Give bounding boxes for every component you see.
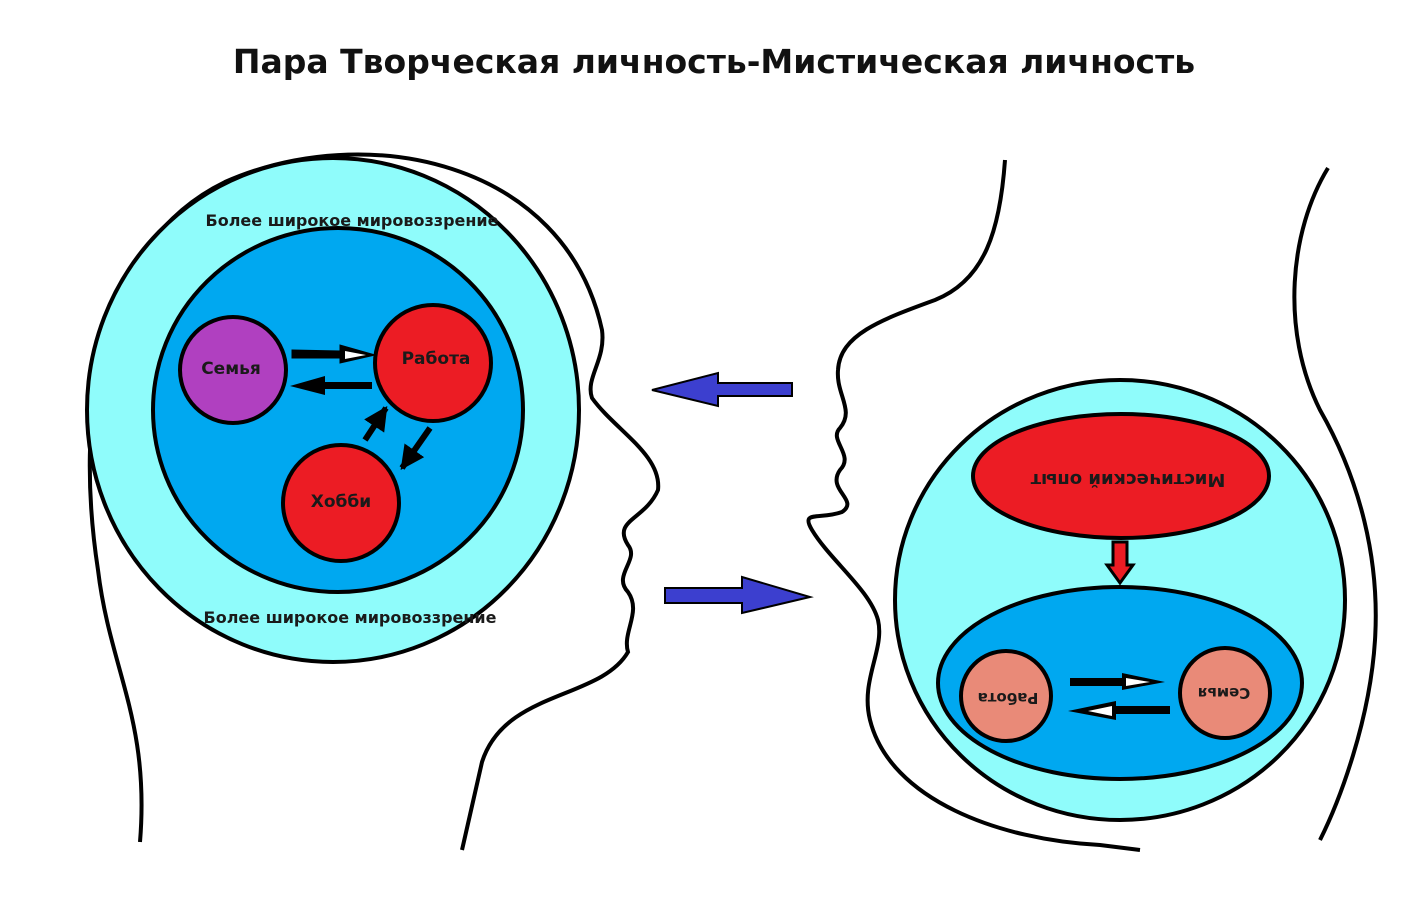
left-outer-label-bottom: Более широкое мировоззрение bbox=[204, 608, 497, 627]
arrow-family-to-work-right bbox=[1068, 701, 1170, 720]
left-family-label: Семья bbox=[201, 359, 261, 379]
arrow-work-to-family bbox=[290, 376, 372, 395]
arrow-work-to-hobby bbox=[399, 426, 433, 470]
right-head-back-outline bbox=[1292, 166, 1378, 841]
left-work-label: Работа bbox=[402, 349, 471, 369]
right-head-face-outline bbox=[806, 159, 1141, 852]
right-family-node bbox=[1178, 646, 1272, 740]
left-hobby-node bbox=[281, 443, 401, 563]
arrow-work-to-family-right bbox=[1070, 673, 1165, 690]
arrow-family-to-work bbox=[291, 344, 376, 364]
right-work-label: Работа bbox=[978, 689, 1039, 707]
right-mystic-label: Мистический опыт bbox=[1030, 469, 1225, 490]
arrow-right-to-left bbox=[651, 371, 793, 408]
right-head: Мистический опыт Работа Семья bbox=[806, 159, 1378, 852]
arrow-mystic-to-blue bbox=[1104, 540, 1136, 586]
right-work-node bbox=[959, 649, 1053, 743]
left-family-node bbox=[178, 315, 288, 425]
left-outer-label-top: Более широкое мировоззрение bbox=[206, 211, 499, 230]
left-hobby-label: Хобби bbox=[311, 492, 371, 512]
right-family-label: Семья bbox=[1198, 684, 1251, 702]
diagram-title: Пара Творческая личность-Мистическая лич… bbox=[232, 42, 1196, 81]
arrow-hobby-to-work bbox=[362, 405, 389, 442]
left-work-node bbox=[373, 303, 493, 423]
arrow-left-to-right bbox=[664, 575, 814, 615]
right-mystic-node bbox=[971, 412, 1271, 540]
left-head: Более широкое мировоззрение Более широко… bbox=[85, 152, 661, 851]
left-head-outline bbox=[87, 152, 661, 851]
